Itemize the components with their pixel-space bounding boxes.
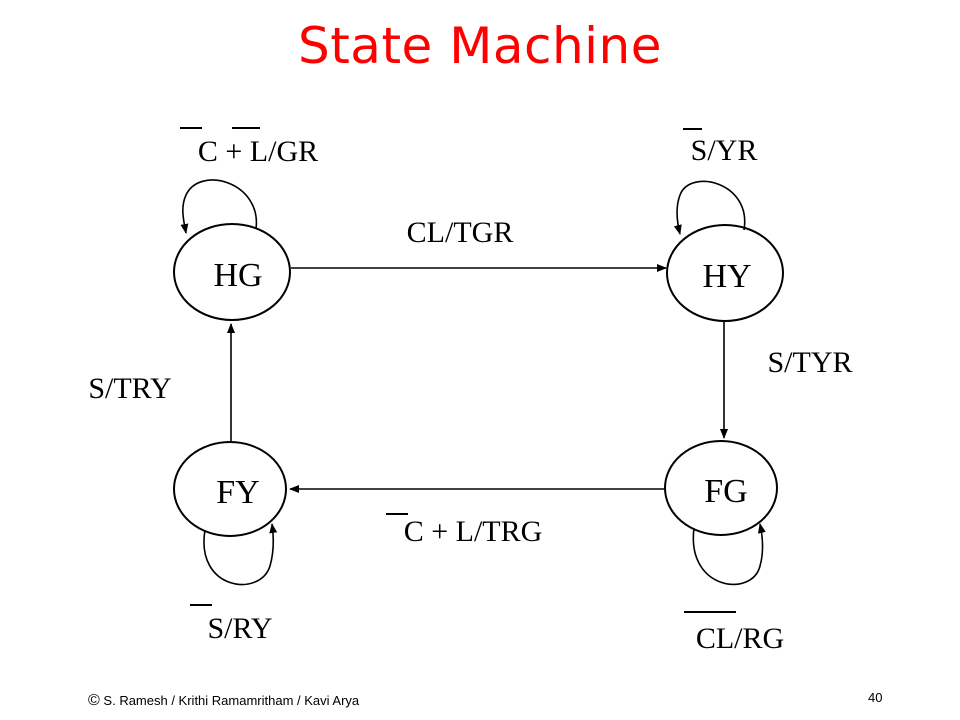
state-fg-label: FG [704,473,747,510]
transition-hg-hy-label: CL/TGR [407,216,514,249]
transition-fy-hg-label: S/TRY [88,372,171,405]
footer-authors: S. Ramesh / Krithi Ramamritham / Kavi Ar… [103,693,360,708]
transition-hy-fg-label: S/TYR [767,346,852,379]
footer-credits: © S. Ramesh / Krithi Ramamritham / Kavi … [88,692,359,710]
transition-hg-hy: CL/TGR [291,216,667,272]
self-loop-fy: S/RY [190,523,278,645]
state-hg-label: HG [213,257,262,294]
state-hy: HY [666,224,784,322]
transition-fg-fy: C + L/TRG [289,485,664,548]
transition-fg-fy-label: C + L/TRG [404,515,543,548]
self-loop-hy: S/YR [673,128,758,235]
self-loop-fy-label: S/RY [207,612,272,645]
transition-hy-fg: S/TYR [720,322,853,439]
slide-title: State Machine [297,17,663,75]
state-fg: FG [664,440,778,536]
self-loop-fg-label: CL/RG [696,622,784,655]
page-number: 40 [868,690,883,705]
self-loop-fg: CL/RG [684,523,784,655]
transition-fy-hg: S/TRY [88,323,235,441]
state-fy-label: FY [216,474,259,511]
state-hg: HG [173,223,291,321]
self-loop-hy-label: S/YR [691,134,758,167]
self-loop-hg: C + L/GR [180,127,318,234]
self-loop-hg-label: C + L/GR [198,135,318,168]
copyright-symbol: © [88,692,100,709]
state-fy: FY [173,441,287,537]
state-hy-label: HY [702,258,751,295]
